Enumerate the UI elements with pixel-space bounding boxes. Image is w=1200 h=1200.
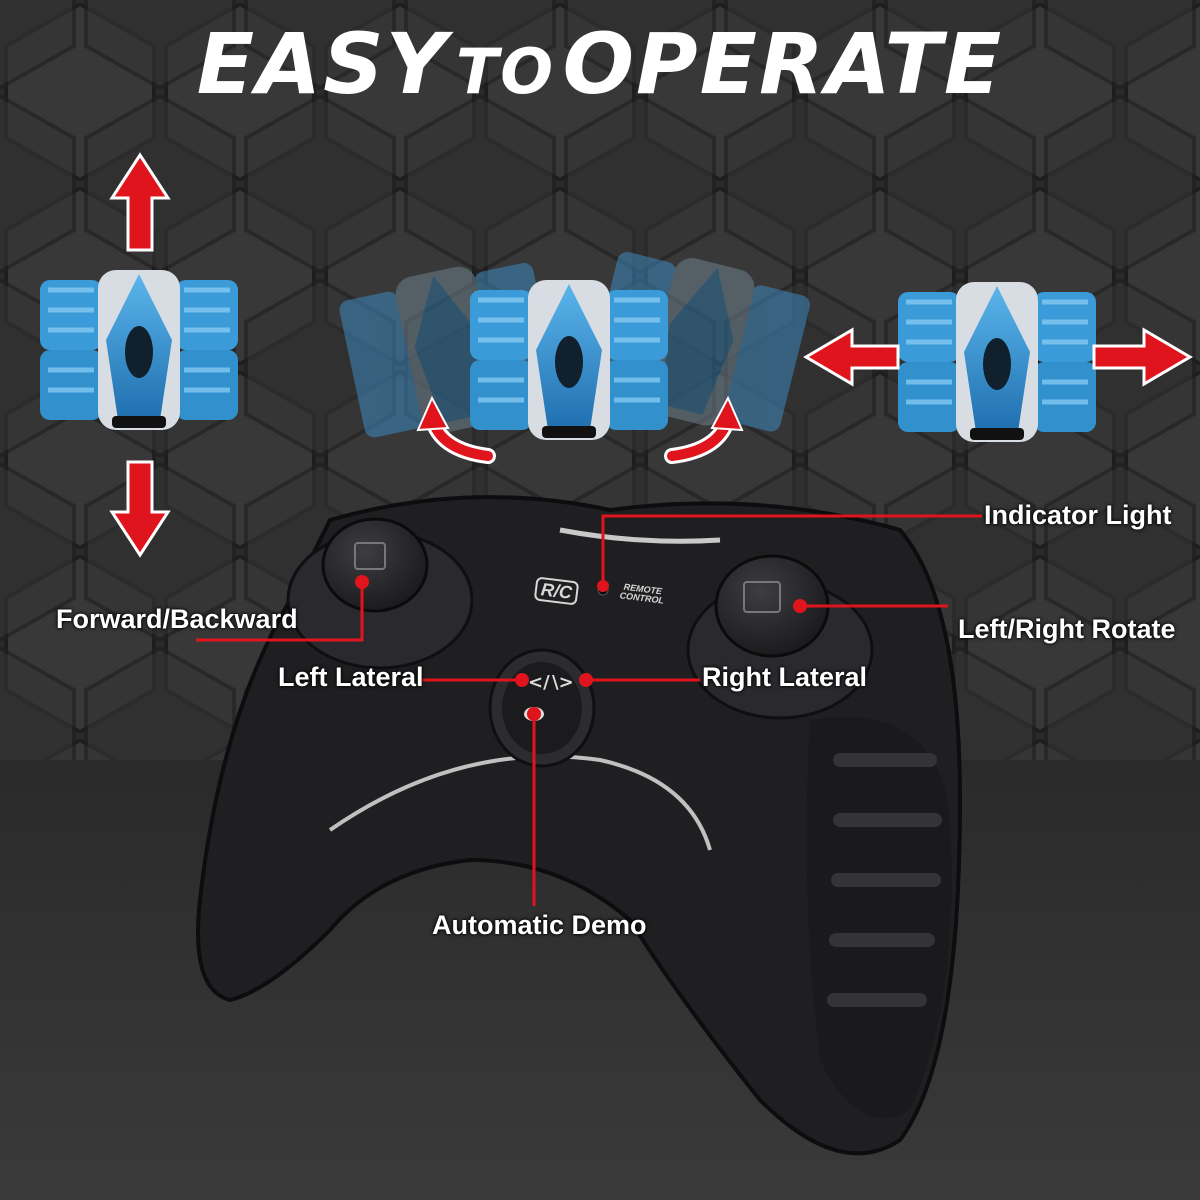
- rotate-left-icon: [416, 395, 496, 464]
- label-forward-backward: Forward/Backward: [56, 604, 298, 634]
- label-left-lateral: Left Lateral: [278, 662, 424, 692]
- headline: EASY TO OPERATE: [0, 22, 1200, 106]
- label-right-lateral: Right Lateral: [702, 662, 868, 692]
- svg-text:\>: \>: [552, 672, 574, 693]
- arrow-left-icon: [803, 327, 900, 387]
- stunt-car-lateral: [898, 282, 1096, 442]
- center-button-pad[interactable]: </ \>: [488, 648, 596, 768]
- arrow-right-icon: [1092, 327, 1193, 387]
- svg-text:</: </: [528, 672, 550, 693]
- callout-lines: [196, 514, 982, 906]
- label-left-right-rotate: Left/Right Rotate: [958, 614, 1176, 644]
- right-joystick[interactable]: [686, 554, 874, 720]
- label-indicator-light: Indicator Light: [984, 500, 1172, 530]
- left-joystick[interactable]: [286, 517, 474, 670]
- remote-controller: </ \>: [196, 495, 963, 1156]
- stunt-car-rotate: [470, 280, 668, 440]
- headline-word-operate: OPERATE: [562, 15, 1004, 113]
- rotate-right-icon: [664, 395, 744, 464]
- headline-word-to: TO: [456, 35, 556, 108]
- rc-logo: R/C: [533, 576, 580, 606]
- stunt-car-forward: [40, 270, 238, 430]
- label-automatic-demo: Automatic Demo: [432, 910, 647, 940]
- callout-dots: [355, 575, 807, 721]
- arrow-down-icon: [109, 460, 171, 558]
- arrow-up-icon: [109, 152, 171, 252]
- headline-word-easy: EASY: [196, 15, 449, 113]
